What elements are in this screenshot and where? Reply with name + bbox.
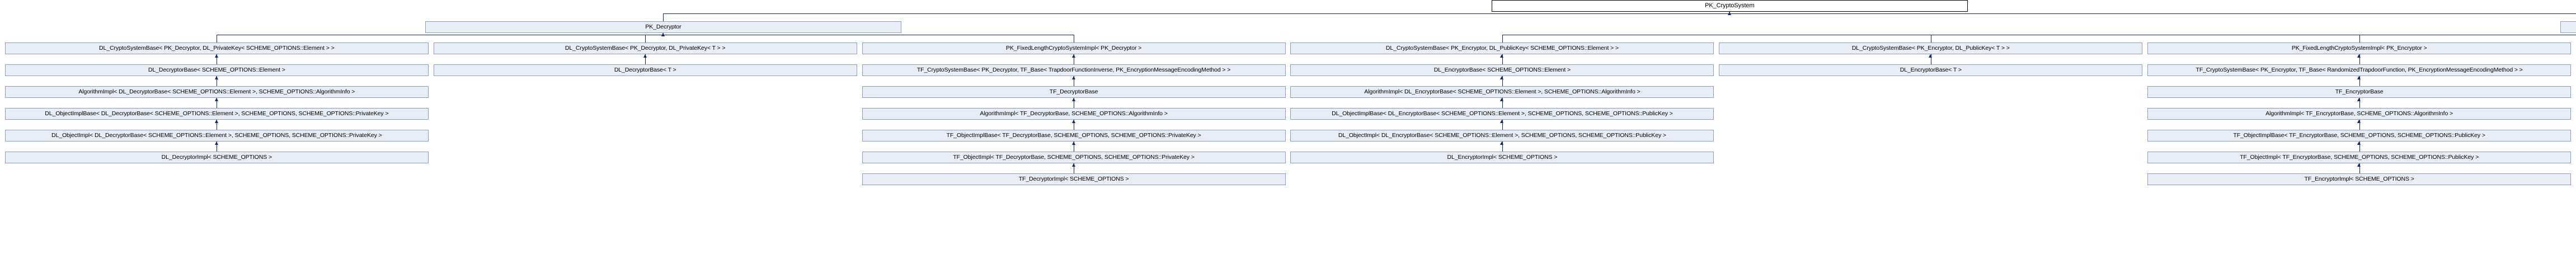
inheritance-edge-n6-to-n2-seg1 (1502, 35, 1503, 43)
inheritance-edge-n29-to-n25-arrow (1500, 142, 1504, 145)
class-node-n27[interactable]: DL_DecryptorImpl< SCHEME_OPTIONS > (4, 152, 429, 163)
class-node-n22[interactable]: AlgorithmImpl< TF_EncryptorBase, SCHEME_… (2147, 108, 2572, 120)
class-node-n17[interactable]: AlgorithmImpl< DL_EncryptorBase< SCHEME_… (1290, 86, 1714, 98)
class-node-n0[interactable]: PK_CryptoSystem (1491, 0, 1968, 12)
inheritance-edge-n32-to-n30 (2359, 163, 2360, 173)
class-node-n23[interactable]: DL_ObjectImpl< DL_DecryptorBase< SCHEME_… (4, 130, 429, 142)
inheritance-edge-n25-to-n21-arrow (1500, 120, 1504, 123)
class-node-n25[interactable]: DL_ObjectImpl< DL_EncryptorBase< SCHEME_… (1290, 130, 1714, 142)
inheritance-edge-n16-to-n11-arrow (1071, 76, 1075, 79)
class-node-n7[interactable]: DL_CryptoSystemBase< PK_Encryptor, DL_Pu… (1719, 43, 2143, 54)
inheritance-edge-n4-to-n1-seg1 (645, 35, 646, 43)
inheritance-edge-n26-to-n22 (2359, 120, 2360, 130)
class-node-n31[interactable]: TF_DecryptorImpl< SCHEME_OPTIONS > (862, 173, 1286, 185)
inheritance-edge-n30-to-n26-arrow (2357, 142, 2361, 145)
class-node-n26[interactable]: TF_ObjectImplBase< TF_EncryptorBase, SCH… (2147, 130, 2572, 142)
class-node-n9[interactable]: DL_DecryptorBase< SCHEME_OPTIONS::Elemen… (4, 64, 429, 76)
inheritance-edge-n32-to-n30-arrow (2357, 163, 2361, 167)
inheritance-edge-n2-to-n0-seg2 (1729, 13, 2576, 14)
class-node-n2[interactable]: PK_Encryptor (2560, 21, 2576, 33)
class-node-n19[interactable]: DL_ObjectImplBase< DL_DecryptorBase< SCH… (4, 108, 429, 120)
inheritance-edge-n23-to-n19-arrow (214, 120, 218, 123)
inheritance-edge-n17-to-n12 (1502, 76, 1503, 86)
class-node-n16[interactable]: TF_DecryptorBase (862, 86, 1286, 98)
inheritance-edge-n26-to-n22-arrow (2357, 120, 2361, 123)
inheritance-edge-n5-to-n1-arrow (661, 33, 665, 36)
class-node-n21[interactable]: DL_ObjectImplBase< DL_EncryptorBase< SCH… (1290, 108, 1714, 120)
inheritance-edge-n1-to-n0-seg2 (663, 13, 1730, 14)
inheritance-edge-n24-to-n20-arrow (1071, 120, 1075, 123)
class-node-n13[interactable]: DL_EncryptorBase< T > (1719, 64, 2143, 76)
inheritance-edge-n9-to-n3-arrow (214, 54, 218, 58)
inheritance-edge-n12-to-n6-arrow (1500, 54, 1504, 58)
class-node-n28[interactable]: TF_ObjectImpl< TF_DecryptorBase, SCHEME_… (862, 152, 1286, 163)
inheritance-edge-n14-to-n8 (2359, 54, 2360, 64)
class-node-n4[interactable]: DL_CryptoSystemBase< PK_Decryptor, DL_Pr… (433, 43, 857, 54)
class-node-n20[interactable]: AlgorithmImpl< TF_DecryptorBase, SCHEME_… (862, 108, 1286, 120)
class-node-n14[interactable]: TF_CryptoSystemBase< PK_Encryptor, TF_Ba… (2147, 64, 2572, 76)
inheritance-edge-n31-to-n28-arrow (1071, 163, 1075, 167)
inheritance-edge-n2-to-n0-arrow (1727, 12, 1731, 15)
class-node-n3[interactable]: DL_CryptoSystemBase< PK_Decryptor, DL_Pr… (4, 43, 429, 54)
class-node-n29[interactable]: DL_EncryptorImpl< SCHEME_OPTIONS > (1290, 152, 1714, 163)
inheritance-edge-n21-to-n17 (1502, 98, 1503, 108)
inheritance-edge-n27-to-n23-arrow (214, 142, 218, 145)
class-node-n24[interactable]: TF_ObjectImplBase< TF_DecryptorBase, SCH… (862, 130, 1286, 142)
inheritance-edge-n8-to-n2-seg1 (2359, 35, 2360, 43)
class-node-n15[interactable]: AlgorithmImpl< DL_DecryptorBase< SCHEME_… (4, 86, 429, 98)
inheritance-edge-n29-to-n25 (1502, 142, 1503, 152)
inheritance-edge-n19-to-n15-arrow (214, 98, 218, 101)
inheritance-edge-n20-to-n16-arrow (1071, 98, 1075, 101)
inheritance-edge-n13-to-n7-arrow (1929, 54, 1933, 58)
inheritance-edge-n17-to-n12-arrow (1500, 76, 1504, 79)
inheritance-edge-n18-to-n14-arrow (2357, 76, 2361, 79)
class-node-n5[interactable]: PK_FixedLengthCryptoSystemImpl< PK_Decry… (862, 43, 1286, 54)
inheritance-edge-n30-to-n26 (2359, 142, 2360, 152)
inheritance-edge-n14-to-n8-arrow (2357, 54, 2361, 58)
inheritance-edge-n25-to-n21 (1502, 120, 1503, 130)
inheritance-edge-n10-to-n4-arrow (643, 54, 647, 58)
class-node-n6[interactable]: DL_CryptoSystemBase< PK_Encryptor, DL_Pu… (1290, 43, 1714, 54)
inheritance-edge-n28-to-n24-arrow (1071, 142, 1075, 145)
class-node-n12[interactable]: DL_EncryptorBase< SCHEME_OPTIONS::Elemen… (1290, 64, 1714, 76)
class-node-n1[interactable]: PK_Decryptor (425, 21, 901, 33)
class-node-n8[interactable]: PK_FixedLengthCryptoSystemImpl< PK_Encry… (2147, 43, 2572, 54)
inheritance-edge-n18-to-n14 (2359, 76, 2360, 86)
class-node-n10[interactable]: DL_DecryptorBase< T > (433, 64, 857, 76)
inheritance-edge-n21-to-n17-arrow (1500, 98, 1504, 101)
class-node-n18[interactable]: TF_EncryptorBase (2147, 86, 2572, 98)
inheritance-edge-n22-to-n18 (2359, 98, 2360, 108)
class-node-n30[interactable]: TF_ObjectImpl< TF_EncryptorBase, SCHEME_… (2147, 152, 2572, 163)
inheritance-edge-n12-to-n6 (1502, 54, 1503, 64)
inheritance-edge-n22-to-n18-arrow (2357, 98, 2361, 101)
inheritance-edge-n11-to-n5-arrow (1071, 54, 1075, 58)
inheritance-edge-n15-to-n9-arrow (214, 76, 218, 79)
inheritance-edge-n1-to-n0-seg1 (663, 13, 664, 21)
inheritance-edge-n10-to-n4 (645, 54, 646, 64)
class-node-n32[interactable]: TF_EncryptorImpl< SCHEME_OPTIONS > (2147, 173, 2572, 185)
class-node-n11[interactable]: TF_CryptoSystemBase< PK_Decryptor, TF_Ba… (862, 64, 1286, 76)
